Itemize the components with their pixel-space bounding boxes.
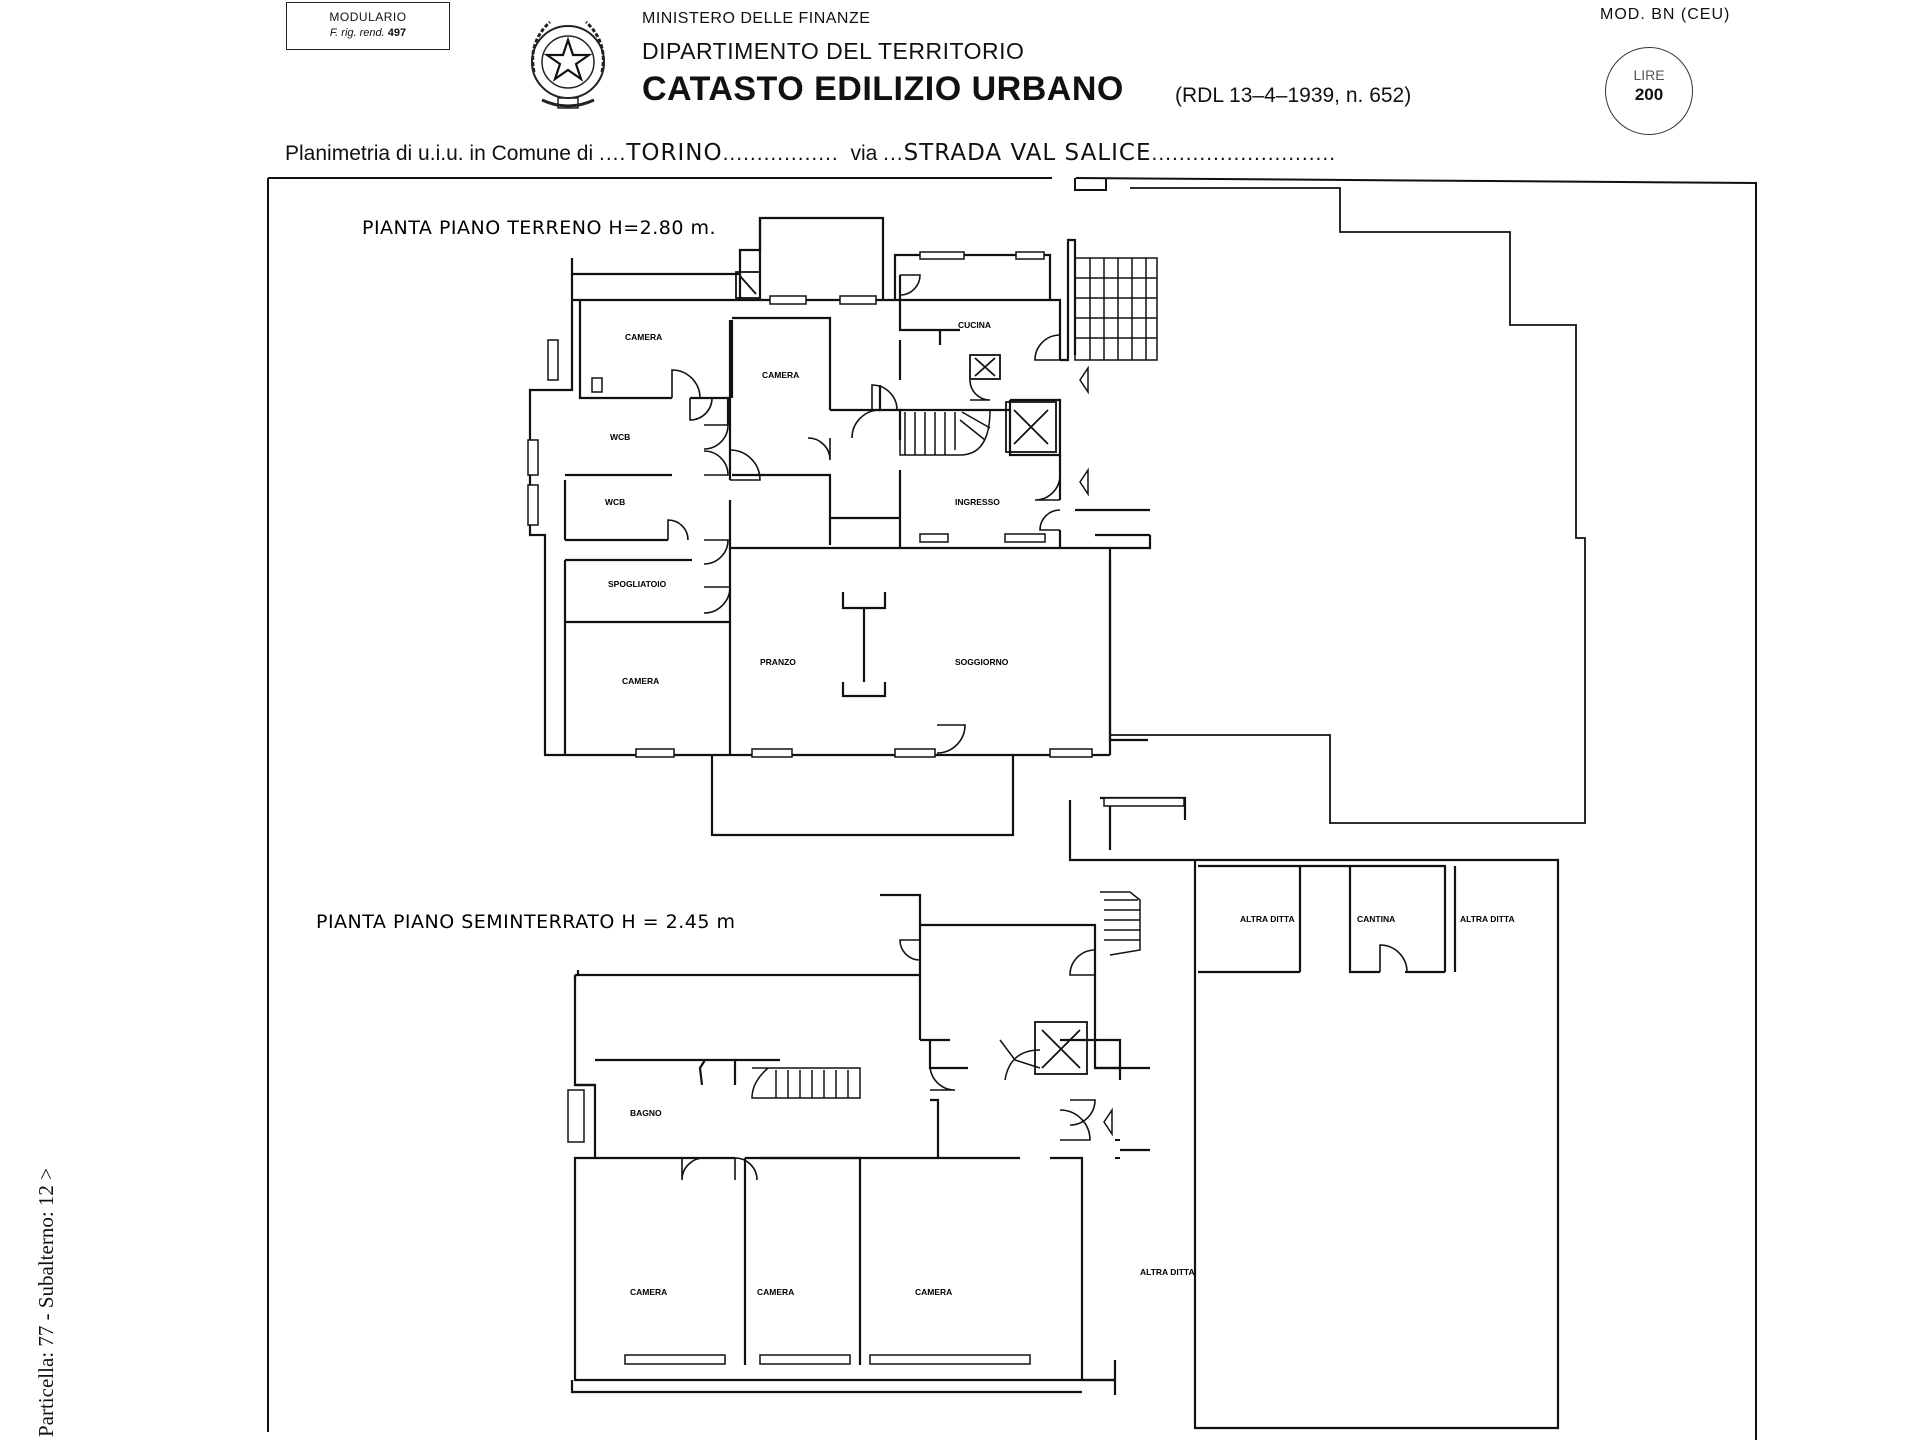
via-value: STRADA VAL SALICE: [903, 140, 1152, 166]
room-label: CAMERA: [622, 676, 659, 686]
room-label: INGRESSO: [955, 497, 1000, 507]
basement-plan: [570, 796, 1560, 1430]
department-name: DIPARTIMENTO DEL TERRITORIO: [642, 38, 1025, 64]
ground-floor-title: PIANTA PIANO TERRENO H=2.80 m.: [362, 217, 716, 239]
frame-top-right: [1075, 177, 1757, 1440]
door-swing-icon: [681, 939, 1408, 1181]
room-label: SPOGLIATOIO: [608, 579, 667, 589]
room-label: CAMERA: [915, 1287, 952, 1297]
modulario-label: MODULARIO: [329, 10, 407, 24]
form-model-code: MOD. BN (CEU): [1600, 6, 1731, 23]
subject-label: Planimetria di u.i.u. in Comune di: [285, 142, 594, 165]
basement-title: PIANTA PIANO SEMINTERRATO H = 2.45 m: [316, 911, 736, 933]
modulario-box: MODULARIO F. rig. rend. 497: [286, 2, 450, 50]
room-label: ALTRA DITTA: [1140, 1267, 1195, 1277]
room-label: WCB: [605, 497, 625, 507]
stair-icon: [751, 891, 1141, 1099]
modulario-form-ref: F. rig. rend. 497: [329, 27, 407, 39]
fee-stamp: LIRE 200: [1605, 47, 1693, 135]
room-label: BAGNO: [630, 1108, 662, 1118]
door-swing-icon: [667, 274, 1061, 754]
room-label: PRANZO: [760, 657, 796, 667]
room-label: CAMERA: [757, 1287, 794, 1297]
stamp-value: 200: [1634, 85, 1664, 104]
comune-value: TORINO: [626, 140, 723, 166]
law-reference: (RDL 13–4–1939, n. 652): [1175, 84, 1412, 107]
room-label: CAMERA: [630, 1287, 667, 1297]
elevator-icon: [1034, 1021, 1088, 1075]
emblem-icon: [531, 20, 605, 109]
stair-icon: [899, 257, 1158, 456]
room-label: SOGGIORNO: [955, 657, 1009, 667]
subject-line: Planimetria di u.i.u. in Comune di ....T…: [285, 140, 1337, 166]
room-label: ALTRA DITTA: [1240, 914, 1295, 924]
room-label: ALTRA DITTA: [1460, 914, 1515, 924]
ministry-name: MINISTERO DELLE FINANZE: [642, 10, 871, 27]
room-label: WCB: [610, 432, 630, 442]
room-label: CAMERA: [625, 332, 662, 342]
stamp-label: LIRE: [1633, 67, 1665, 83]
via-label: via: [850, 142, 878, 165]
room-label: CANTINA: [1357, 914, 1395, 924]
room-label: CAMERA: [762, 370, 799, 380]
document-title: CATASTO EDILIZIO URBANO: [642, 70, 1124, 108]
ground-floor-plan: [528, 187, 1586, 837]
room-label: CUCINA: [958, 320, 991, 330]
elevator-icon: [735, 271, 1057, 453]
